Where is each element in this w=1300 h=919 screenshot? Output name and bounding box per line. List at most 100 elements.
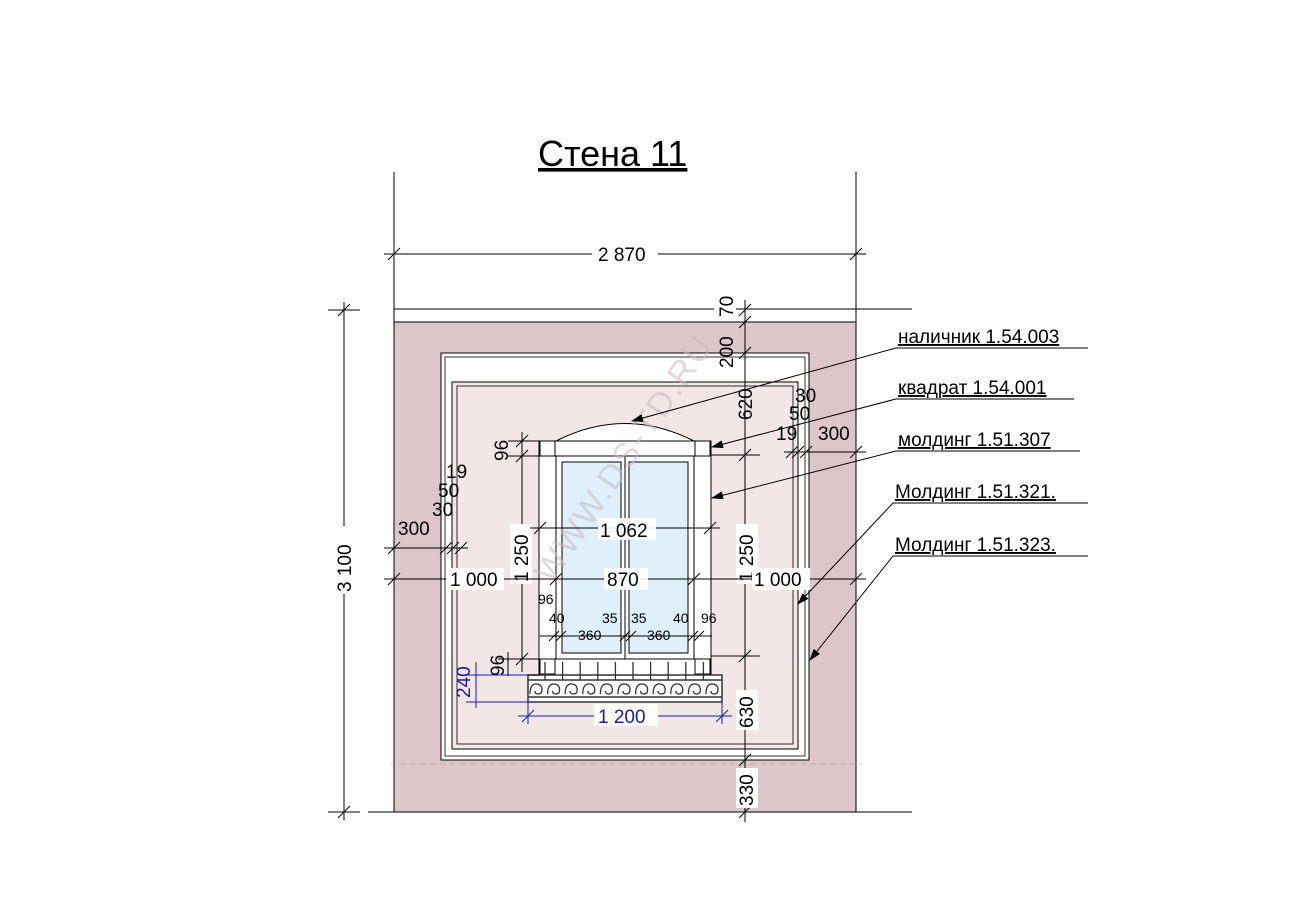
dim-w40-left: 40 [549,610,565,626]
tick [687,630,699,642]
dim-w35-left: 35 [602,610,618,626]
leader-line [809,555,894,661]
railing-scroll [670,683,684,695]
tick [738,753,752,767]
tick [687,572,701,586]
railing-scroll [564,683,578,695]
railing-scroll [599,683,614,695]
leader-line [711,398,897,449]
callout-label: Молдинг 1.51.323. [895,535,1056,556]
tick [849,445,863,459]
leader-line [631,347,897,422]
tick [738,315,752,329]
corner-square-left [539,440,556,457]
drawing-title: Стена 11 [538,133,687,174]
dim-right-620: 620 [736,388,757,420]
tick [387,247,401,261]
tick [387,541,401,555]
tick [625,630,637,642]
dim-left-30: 30 [432,500,453,521]
callout-label: молдинг 1.51.307 [898,430,1051,451]
dim-sash-right: 360 [647,627,671,643]
railing-scroll [634,683,649,695]
label-bg [332,526,356,594]
tick [715,709,729,723]
tick [849,247,863,261]
dim-left-50: 50 [438,481,459,502]
tick [454,541,468,555]
window-arch-cap [555,423,695,442]
railing-scroll [687,683,702,695]
dim-right-96: 96 [701,610,717,626]
dim-right-300: 300 [818,424,850,445]
leader-line [797,502,894,605]
tick [799,445,813,459]
corner-square-right [694,440,711,457]
dim-sash-left: 360 [578,627,602,643]
dim-railing-width: 1 200 [598,707,646,728]
dim-top-200: 200 [717,336,738,368]
railing-posts [544,662,705,680]
dim-left-19: 19 [446,462,467,483]
dim-wall-width: 2 870 [598,245,646,266]
label-bg [510,524,532,584]
outer-molding-inner-edge [444,356,806,757]
dim-w40-right: 40 [673,610,689,626]
label-bg [592,242,658,264]
dim-below-630: 630 [737,696,758,728]
dim-left-1000: 1 000 [450,570,498,591]
inner-molding-frame [456,385,794,745]
callout-nalichnik: наличник 1.54.003 [631,327,1088,422]
tick [548,630,560,642]
dim-top-70: 70 [717,296,738,317]
dim-railing-height: 240 [454,666,475,698]
tick [521,709,535,723]
railing-scroll [546,683,561,695]
dim-right-30: 30 [795,386,816,407]
tick [555,630,567,642]
window-glass-left [561,461,622,654]
dim-wall-height: 3 100 [335,544,356,592]
label-bg [594,704,658,726]
label-bg [736,690,758,730]
dim-left-300: 300 [398,519,430,540]
railing-scrolls [529,683,719,695]
dim-window-height-left: 1 250 [512,534,533,582]
railing-scroll [705,683,719,695]
label-bg [604,568,648,590]
tick [703,521,717,535]
railing-box [527,674,723,703]
dim-right-1000: 1 000 [754,570,802,591]
tick [849,572,863,586]
label-bg [752,568,810,590]
tick [439,541,453,555]
tick [446,541,460,555]
leader-line [711,450,897,500]
tick [619,630,631,642]
tick [387,572,401,586]
callout-molding-307: молдинг 1.51.307 [711,430,1080,500]
railing-scroll [582,683,596,695]
dim-bottom-330: 330 [737,774,758,806]
dim-right-50: 50 [789,404,810,425]
callout-molding-323: Молдинг 1.51.323. [809,535,1088,661]
tick [791,445,805,459]
tick [738,303,752,317]
tick [515,449,529,463]
callout-label: Молдинг 1.51.321. [895,482,1056,503]
tick [337,805,351,819]
label-bg [736,768,758,808]
dim-window-width: 870 [607,570,639,591]
tick [337,303,351,317]
label-bg [714,290,736,320]
tick [738,346,752,360]
tick [693,630,705,642]
dim-side-96: 96 [538,591,554,607]
dim-inner-width: 1 062 [600,521,648,542]
label-bg [446,568,504,590]
dim-bottom-96: 96 [488,655,509,676]
tick [785,445,799,459]
corner-square-bottom-right [694,658,711,675]
dim-w35-right: 35 [631,610,647,626]
